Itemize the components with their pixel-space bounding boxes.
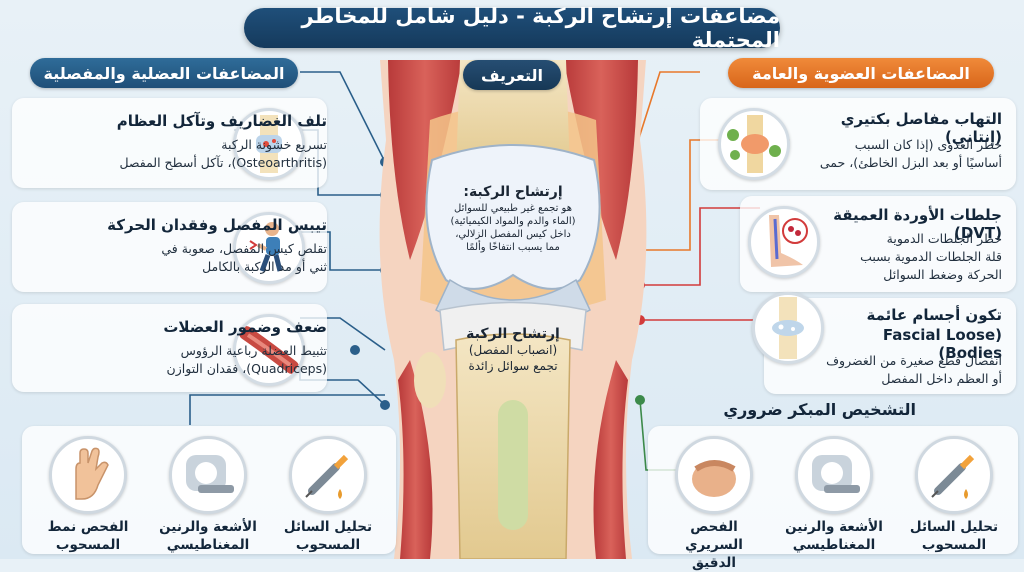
left-item-title: ضعف وضمور العضلات [163, 318, 327, 336]
right-card-loose-bodies: تكون أجسام عائمة (Fascial Loose Bodies) … [752, 292, 1016, 394]
left-diagnosis-panel: الفحص نمط المسحوب الأشعة والرنين المغناط… [22, 426, 396, 554]
muscle-atrophy-icon [233, 314, 305, 386]
left-item-line: (Osteoarthritis)، تآكل أسطح المفصل [119, 155, 327, 170]
knee-joint-illustration [379, 60, 647, 559]
dx-label: المغناطيسي [792, 537, 876, 553]
lower-definition-line: (انصباب المفصل) [468, 343, 558, 357]
syringe-icon [915, 436, 993, 514]
lower-definition-line: تجمع سوائل زائدة [468, 359, 558, 373]
right-item-line: انفصال قطع صغيرة من الغضروف [826, 353, 1002, 368]
right-item-title: (Fascial Loose Bodies) [882, 326, 1002, 362]
left-item-line: تسريع خشونة الركبة [221, 137, 327, 152]
dx-label: الفحص السريري [685, 519, 743, 553]
definition-line: داخل كيس المفصل الزلالي، [455, 229, 571, 240]
dx-label: المغناطيسي [166, 537, 250, 553]
left-section-header: المضاعفات العضلية والمفصلية [30, 58, 298, 88]
blood-clot-icon [748, 206, 820, 278]
mri-scanner-icon [169, 436, 247, 514]
dx-label: تحليل السائل [909, 519, 999, 535]
left-item-line: ثني أو مد الركبة بالكامل [202, 259, 327, 274]
dx-item: تحليل السائل المسحوب [276, 436, 380, 554]
dx-label: تحليل السائل [283, 519, 373, 535]
right-diagnosis-panel: الفحص السريري الدقيق الأشعة والرنين المغ… [648, 426, 1018, 571]
cartilage-damage-icon [233, 108, 305, 180]
dx-item: الفحص نمط المسحوب [36, 436, 140, 554]
dx-item: الفحص السريري الدقيق [662, 436, 766, 572]
right-section-header: المضاعفات العضوية والعامة [728, 58, 994, 88]
dx-item: الأشعة والرنين المغناطيسي [782, 436, 886, 554]
right-item-line: خطر العدوى (إذا كان السبب [854, 137, 1002, 152]
left-item-line: (Quadriceps)، فقدان التوازن [166, 361, 327, 376]
dx-item: الأشعة والرنين المغناطيسي [156, 436, 260, 554]
definition-line: هو تجمع غير طبيعي للسوائل [454, 203, 572, 214]
definition-header: التعريف [463, 60, 561, 90]
right-item-line: أساسيًا أو بعد البزل الخاطئ)، حمى [819, 155, 1002, 170]
early-diagnosis-heading: التشخيص المبكر ضروري [723, 400, 916, 419]
dx-label: المسحوب [295, 537, 361, 553]
mri-scanner-icon [795, 436, 873, 514]
bacterial-infection-icon [718, 108, 790, 180]
right-item-line: الحركة وضغط السوائل [883, 267, 1002, 282]
clinical-exam-icon [675, 436, 753, 514]
right-card-dvt: جلطات الأوردة العميقة (DVT) خطر الجلطات … [740, 196, 1016, 292]
lower-definition-heading: إرتشاح الركبة [466, 326, 560, 342]
right-item-title: تكون أجسام عائمة [866, 306, 1002, 324]
syringe-icon [289, 436, 367, 514]
dx-label: المسحوب [55, 537, 121, 553]
right-item-line: أو العظم داخل المفصل [881, 371, 1002, 386]
definition-text: إرتشاح الركبة: هو تجمع غير طبيعي للسوائل… [440, 184, 586, 254]
dx-item: تحليل السائل المسحوب [902, 436, 1006, 554]
definition-heading: إرتشاح الركبة: [463, 184, 563, 200]
hand-exam-icon [49, 436, 127, 514]
definition-line: مما يسبب انتفاخًا وألمًا [466, 242, 560, 253]
dx-label: الأشعة والرنين [785, 519, 883, 535]
right-item-line: خطر الجلطات الدموية [886, 231, 1002, 246]
right-card-infection: التهاب مفاصل بكتيري (إنتاني) خطر العدوى … [700, 98, 1016, 190]
page-title: مضاعفات إرتشاح الركبة - دليل شامل للمخاط… [244, 4, 780, 52]
right-item-title: جلطات الأوردة العميقة (DVT) [833, 206, 1002, 242]
dx-label: الدقيق [691, 555, 736, 571]
dx-label: الفحص نمط [47, 519, 129, 535]
definition-line: (الماء والدم والمواد الكيميائية) [450, 216, 576, 227]
left-card-cartilage: تلف الغضاريف وتآكل العظام تسريع خشونة ال… [12, 98, 327, 188]
dx-label: المسحوب [921, 537, 987, 553]
left-card-stiffness: تيبس المفصل وفقدان الحركة تقلص كيس المفص… [12, 202, 327, 292]
left-item-title: تلف الغضاريف وتآكل العظام [116, 112, 327, 130]
stiff-knee-person-icon [233, 212, 305, 284]
right-item-line: قلة الجلطات الدموية بسبب [860, 249, 1002, 264]
left-item-line: تقلص كيس المفصل، صعوبة في [161, 241, 327, 256]
left-item-line: تثبيط العضلة رباعية الرؤوس [180, 343, 327, 358]
left-item-title: تيبس المفصل وفقدان الحركة [107, 216, 327, 234]
dx-label: الأشعة والرنين [159, 519, 257, 535]
left-card-muscle: ضعف وضمور العضلات تثبيط العضلة رباعية ال… [12, 304, 327, 392]
lower-definition-text: إرتشاح الركبة (انصباب المفصل) تجمع سوائل… [448, 326, 578, 374]
loose-bodies-icon [752, 292, 824, 364]
right-item-title: التهاب مفاصل بكتيري (إنتاني) [840, 110, 1002, 146]
